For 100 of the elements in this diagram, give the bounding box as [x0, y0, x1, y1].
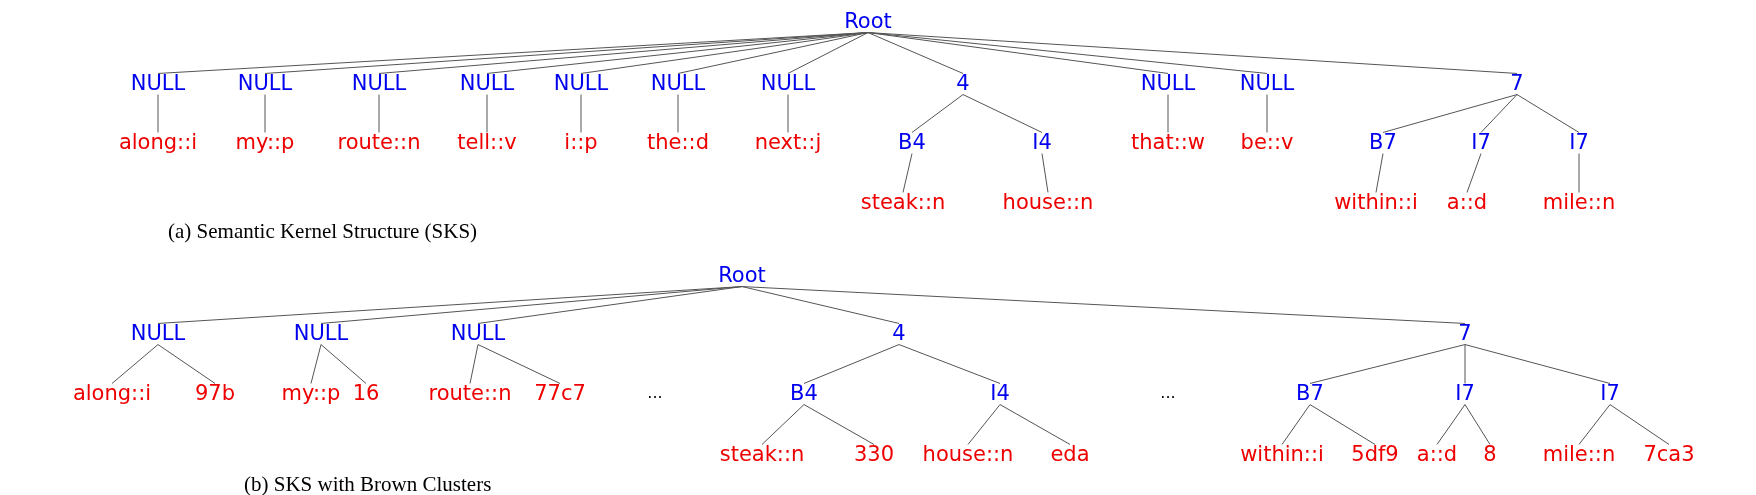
word-leaf-label: be::v [1240, 131, 1294, 155]
word-leaf-label: 97b [194, 382, 236, 406]
tree-node-label: Root [844, 10, 892, 34]
tree-node-label: 4 [892, 322, 906, 346]
tree-branch-line [320, 344, 367, 384]
tree-branch-line [803, 344, 900, 384]
tree-branch-line [1281, 404, 1311, 445]
figure-caption: (b) SKS with Brown Clusters [244, 472, 492, 495]
word-leaf-label: 77c7 [534, 382, 586, 406]
tree-node-label: NULL [760, 72, 816, 96]
ellipsis: ... [647, 383, 663, 402]
tree-branch-line [1464, 404, 1491, 445]
tree-branch-line [1375, 153, 1384, 193]
tree-branch-line [477, 286, 743, 324]
tree-branch-line [803, 404, 875, 445]
tree-node-label: I4 [1032, 131, 1052, 155]
word-leaf-label: house::n [1002, 191, 1094, 215]
word-leaf-label: the::d [647, 131, 709, 155]
tree-branch-line [787, 32, 869, 74]
tree-branch-line [1309, 404, 1376, 445]
word-leaf-label: mile::n [1542, 191, 1616, 215]
tree-node-label: I7 [1569, 131, 1589, 155]
tree-node-label: NULL [237, 72, 293, 96]
tree-branch-line [580, 94, 582, 133]
tree-branch-line [999, 404, 1071, 445]
tree-branch-line [1464, 344, 1466, 384]
tree-node-label: 4 [956, 72, 970, 96]
tree-branch-line [157, 344, 216, 384]
tree-branch-line [378, 94, 380, 133]
word-leaf-label: 330 [853, 443, 895, 467]
word-leaf-label: i::p [564, 131, 598, 155]
tree-branch-line [1167, 94, 1169, 133]
word-leaf-label: route::n [337, 131, 421, 155]
tree-node-label: NULL [130, 322, 186, 346]
word-leaf-label: 5df9 [1351, 443, 1399, 467]
tree-branch-line [310, 344, 322, 384]
tree-node-label: NULL [553, 72, 609, 96]
tree-branch-line [761, 404, 805, 445]
tree-node-label: NULL [459, 72, 515, 96]
word-leaf-label: eda [1050, 443, 1090, 467]
tree-branch-line [1309, 344, 1466, 384]
word-leaf-label: 7ca3 [1643, 443, 1695, 467]
word-leaf-label: 8 [1483, 443, 1497, 467]
tree-branch-line [867, 32, 1169, 74]
tree-branch-line [111, 344, 159, 384]
word-leaf-label: next::j [754, 131, 822, 155]
tree-node-label: B7 [1296, 382, 1324, 406]
tree-node-label: B4 [790, 382, 818, 406]
word-leaf-label: tell::v [457, 131, 517, 155]
tree-node-label: 7 [1458, 322, 1472, 346]
word-leaf-label: route::n [428, 382, 512, 406]
tree-branch-line [677, 94, 679, 133]
tree-branch-line [741, 286, 900, 324]
word-leaf-label: within::i [1240, 443, 1324, 467]
figure-caption: (a) Semantic Kernel Structure (SKS) [168, 219, 478, 244]
tree-branch-line [1480, 94, 1518, 133]
tree-node-label: I4 [990, 382, 1010, 406]
word-leaf-label: steak::n [860, 191, 946, 215]
tree-node-label: I7 [1600, 382, 1620, 406]
tree-node-label: NULL [293, 322, 349, 346]
tree-branch-line [967, 404, 1001, 445]
tree-branch-line [1041, 153, 1049, 193]
tree-node-label: I7 [1455, 382, 1475, 406]
word-leaf-label: my::p [281, 382, 341, 406]
tree-branch-line [787, 94, 789, 133]
tree-branch-line [898, 344, 1001, 384]
tree-node-label: B7 [1369, 131, 1397, 155]
word-leaf-label: house::n [922, 443, 1014, 467]
ellipsis: ... [1160, 383, 1176, 402]
tree-branch-line [1578, 153, 1580, 193]
tree-branch-line [1578, 404, 1611, 445]
word-leaf-label: a::d [1446, 191, 1488, 215]
tree-branch-line [962, 94, 1043, 133]
tree-branch-line [486, 94, 488, 133]
tree-branch-line [677, 32, 869, 74]
word-leaf-label: my::p [235, 131, 295, 155]
tree-branch-line [157, 94, 159, 133]
tree-node-label: NULL [450, 322, 506, 346]
tree-branch-line [1436, 404, 1466, 445]
tree-branch-line [867, 32, 1518, 74]
tree-branch-line [264, 94, 266, 133]
word-leaf-label: a::d [1416, 443, 1458, 467]
tree-branch-line [1516, 94, 1580, 133]
tree-branch-line [867, 32, 964, 74]
tree-node-label: B4 [898, 131, 926, 155]
word-leaf-label: along::i [118, 131, 198, 155]
tree-branch-line [469, 344, 479, 384]
word-leaf-label: that::w [1131, 131, 1205, 155]
tree-branch-line [1382, 94, 1518, 133]
tree-node-label: Root [718, 264, 766, 288]
word-leaf-label: 16 [352, 382, 380, 406]
word-leaf-label: along::i [72, 382, 152, 406]
tree-branch-line [911, 94, 964, 133]
tree-branch-line [1609, 404, 1670, 445]
tree-node-label: I7 [1471, 131, 1491, 155]
tree-node-label: NULL [1239, 72, 1295, 96]
tree-branch-line [1464, 344, 1611, 384]
tree-branch-line [1466, 153, 1482, 193]
tree-node-label: NULL [1140, 72, 1196, 96]
word-leaf-label: mile::n [1542, 443, 1616, 467]
